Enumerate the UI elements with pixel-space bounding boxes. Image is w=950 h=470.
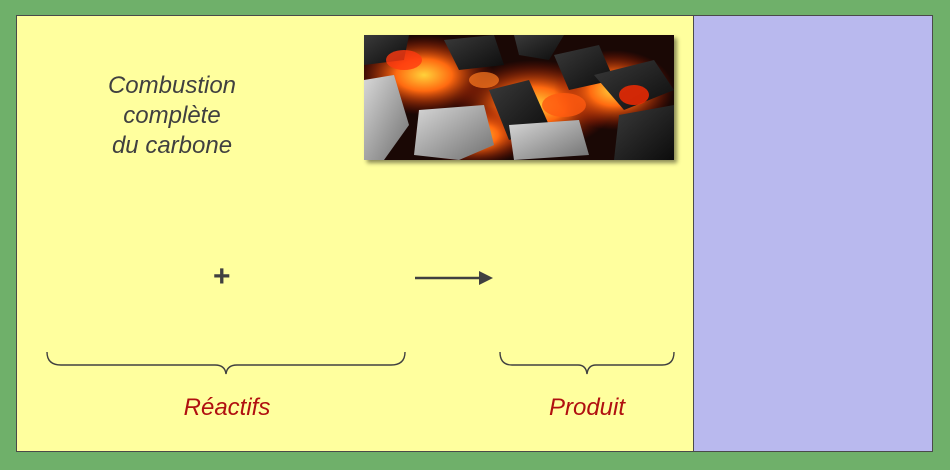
title-line-1: Combustion complète: [107, 72, 237, 129]
reactants-brace: [46, 351, 406, 375]
product-brace: [499, 351, 675, 375]
right-arrow-icon: [415, 271, 493, 285]
side-panel: [693, 15, 933, 452]
main-panel: Combustion complète du carbone: [16, 15, 694, 452]
reactants-label: Réactifs: [183, 394, 271, 421]
charcoal-photo: [364, 35, 674, 160]
diagram-title: Combustion complète du carbone: [57, 71, 287, 161]
plus-sign: +: [213, 260, 231, 293]
title-line-2: du carbone: [111, 132, 233, 159]
product-label: Produit: [548, 394, 626, 421]
